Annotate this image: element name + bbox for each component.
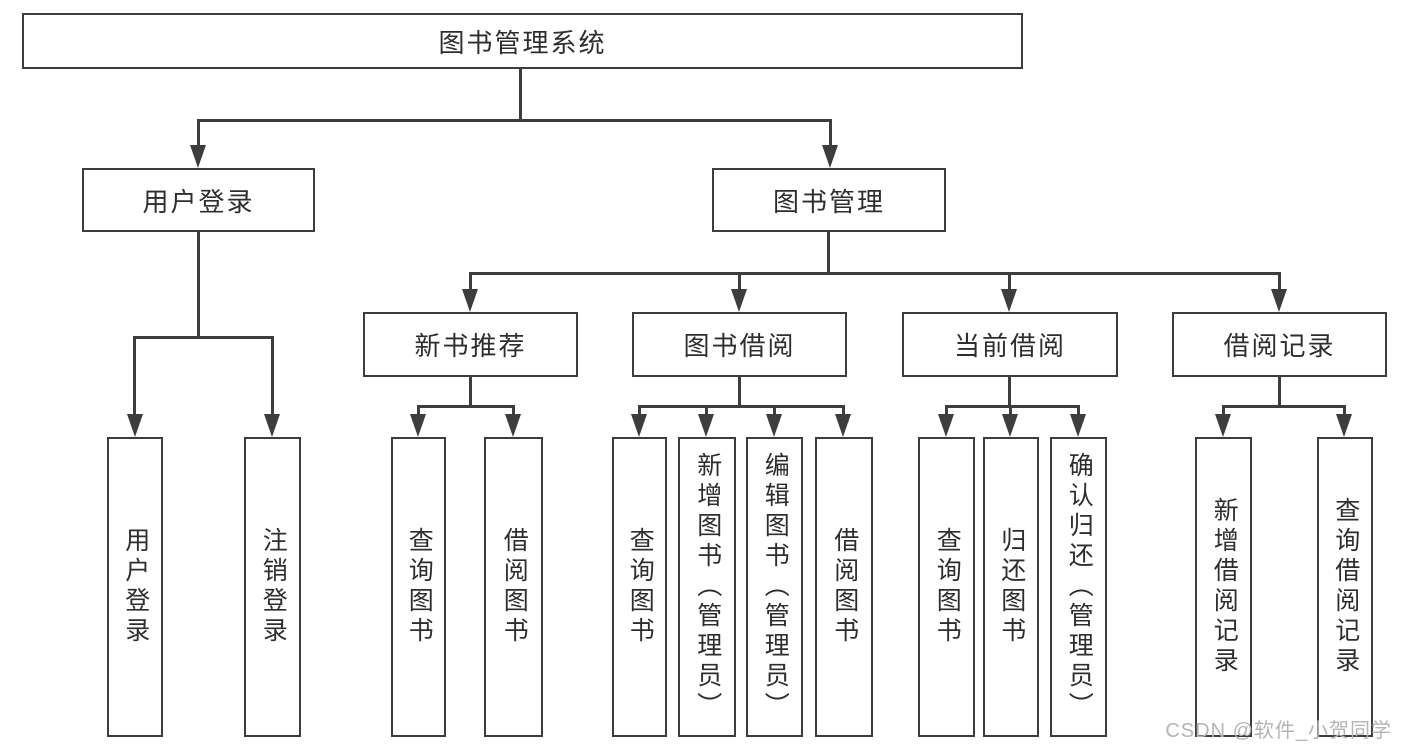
node-book-borrowing-label: 图书借阅: [683, 331, 796, 361]
node-book-borrowing: 图书借阅: [632, 312, 847, 377]
leaf-edit-books-admin: 编辑图书（管理员）: [746, 437, 803, 737]
arrowhead-down-icon: [938, 414, 954, 437]
node-borrowing-records: 借阅记录: [1172, 312, 1387, 377]
connector-line: [705, 405, 708, 415]
connector-line: [271, 336, 274, 414]
leaf-add-books-admin-label: 新增图书（管理员）: [693, 452, 722, 722]
node-new-book-recommendation: 新书推荐: [363, 312, 578, 377]
connector-line: [638, 405, 845, 408]
leaf-borrow-books-label: 借阅图书: [830, 527, 859, 647]
arrowhead-down-icon: [1271, 289, 1287, 312]
leaf-query-books-recommend-label: 查询图书: [405, 527, 434, 647]
leaf-query-books-borrowing: 查询图书: [612, 437, 667, 737]
connector-line: [638, 405, 641, 415]
leaf-confirm-return-admin: 确认归还（管理员）: [1050, 437, 1107, 737]
leaf-add-borrow-record-label: 新增借阅记录: [1210, 497, 1239, 677]
leaf-return-books-label: 归还图书: [997, 527, 1026, 647]
arrowhead-down-icon: [1070, 414, 1086, 437]
node-new-book-recommendation-label: 新书推荐: [414, 331, 527, 361]
connector-line: [519, 69, 522, 119]
arrowhead-down-icon: [462, 289, 478, 312]
connector-line: [133, 336, 274, 339]
node-user-login-label: 用户登录: [142, 186, 255, 217]
connector-line: [773, 405, 776, 415]
leaf-add-books-admin: 新增图书（管理员）: [678, 437, 736, 737]
arrowhead-down-icon: [822, 145, 838, 168]
node-book-management-label: 图书管理: [772, 186, 885, 217]
connector-line: [1278, 272, 1281, 290]
connector-line: [197, 119, 200, 146]
arrowhead-down-icon: [1001, 289, 1017, 312]
connector-line: [827, 232, 830, 275]
leaf-add-borrow-record: 新增借阅记录: [1195, 437, 1252, 737]
connector-line: [1222, 405, 1225, 415]
connector-line: [469, 272, 472, 290]
arrowhead-down-icon: [698, 414, 714, 437]
arrowhead-down-icon: [1215, 414, 1231, 437]
connector-line: [1077, 405, 1080, 415]
connector-line: [469, 272, 1281, 275]
connector-line: [1278, 377, 1281, 408]
connector-line: [1343, 405, 1346, 415]
leaf-borrow-books-recommend: 借阅图书: [484, 437, 543, 737]
arrowhead-down-icon: [766, 414, 782, 437]
arrowhead-down-icon: [410, 414, 426, 437]
connector-line: [417, 405, 515, 408]
leaf-borrow-books-recommend-label: 借阅图书: [500, 527, 529, 647]
node-root-label: 图书管理系统: [438, 27, 607, 58]
node-current-borrowing-label: 当前借阅: [953, 331, 1066, 361]
csdn-watermark: CSDN @软件_小贺同学: [1165, 720, 1392, 742]
connector-line: [738, 377, 741, 408]
leaf-query-books-current-label: 查询图书: [933, 527, 962, 647]
leaf-confirm-return-admin-label: 确认归还（管理员）: [1065, 452, 1094, 722]
connector-line: [829, 119, 832, 146]
node-current-borrowing: 当前借阅: [902, 312, 1118, 377]
connector-line: [1009, 405, 1012, 415]
arrowhead-down-icon: [731, 289, 747, 312]
connector-line: [738, 272, 741, 290]
leaf-query-books-current: 查询图书: [918, 437, 975, 737]
arrowhead-down-icon: [1002, 414, 1018, 437]
node-book-management: 图书管理: [712, 168, 946, 232]
connector-line: [1008, 377, 1011, 408]
leaf-borrow-books: 借阅图书: [815, 437, 873, 737]
arrowhead-down-icon: [127, 414, 143, 437]
arrowhead-down-icon: [835, 414, 851, 437]
connector-line: [842, 405, 845, 415]
leaf-edit-books-admin-label: 编辑图书（管理员）: [761, 452, 790, 722]
connector-line: [197, 232, 200, 339]
leaf-user-login: 用户登录: [107, 437, 163, 737]
node-borrowing-records-label: 借阅记录: [1223, 331, 1336, 361]
connector-line: [1008, 272, 1011, 290]
leaf-logout-label: 注销登录: [259, 527, 288, 647]
leaf-query-borrow-record: 查询借阅记录: [1317, 437, 1373, 737]
connector-line: [197, 119, 832, 122]
connector-line: [133, 336, 136, 414]
connector-line: [1222, 405, 1345, 408]
node-root: 图书管理系统: [22, 13, 1023, 69]
arrowhead-down-icon: [190, 145, 206, 168]
arrowhead-down-icon: [631, 414, 647, 437]
leaf-query-books-recommend: 查询图书: [391, 437, 446, 737]
arrowhead-down-icon: [1336, 414, 1352, 437]
connector-line: [417, 405, 420, 415]
leaf-logout: 注销登录: [244, 437, 301, 737]
leaf-query-books-borrowing-label: 查询图书: [626, 527, 655, 647]
node-user-login: 用户登录: [82, 168, 315, 232]
arrowhead-down-icon: [264, 414, 280, 437]
arrowhead-down-icon: [505, 414, 521, 437]
connector-line: [469, 377, 472, 408]
leaf-return-books: 归还图书: [983, 437, 1039, 737]
connector-line: [512, 405, 515, 415]
connector-line: [945, 405, 948, 415]
leaf-query-borrow-record-label: 查询借阅记录: [1331, 497, 1360, 677]
leaf-user-login-label: 用户登录: [121, 527, 150, 647]
